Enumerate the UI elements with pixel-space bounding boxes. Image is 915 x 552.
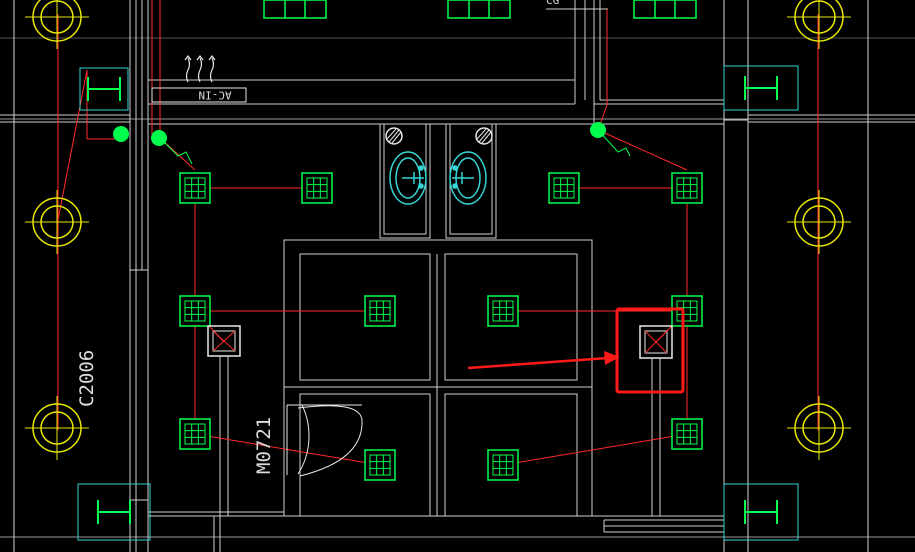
grid-light-icon (179, 172, 211, 204)
washbasin-icon (449, 151, 487, 205)
upper-fixtures (263, 0, 697, 19)
grid-light-icon (671, 295, 703, 327)
top-fragment-label: CG (546, 0, 559, 7)
grid-light-icon (301, 172, 333, 204)
column-marker-icon (787, 396, 851, 460)
junction-leaders (159, 129, 631, 165)
junction-dot-icon (590, 122, 606, 138)
drain-icon (385, 127, 403, 145)
airflow-icon (184, 55, 216, 83)
grid-light-icon (548, 172, 580, 204)
exhaust-fan-left (207, 325, 241, 357)
column-marker-icon (787, 190, 851, 254)
wiring (57, 0, 819, 466)
column-markers (25, 0, 851, 460)
junction-dot-icon (151, 130, 167, 146)
highlight-box (615, 307, 685, 394)
drain-icon (475, 127, 493, 145)
panel-icon (77, 483, 151, 541)
junction-dot-icon (113, 126, 129, 142)
ac-tag-label: AC-IN (198, 89, 231, 102)
panel-icon (723, 65, 799, 111)
column-marker-icon (25, 0, 89, 49)
grid-light-icon (179, 418, 211, 450)
arrow-icon (467, 351, 620, 370)
grid-light-icon (487, 449, 519, 481)
exhaust-fan-right (639, 325, 673, 359)
ac-tag: AC-IN (151, 55, 247, 103)
panel-icon (723, 483, 799, 541)
washbasin-icon (389, 151, 427, 205)
door-swing (286, 404, 363, 477)
washbasin-cabinet-left (379, 123, 431, 239)
exhaust-fan-icon (207, 325, 241, 357)
panels (77, 65, 799, 541)
column-marker-icon (25, 396, 89, 460)
junction-dots (113, 122, 606, 146)
grid-light-icon (487, 295, 519, 327)
axis-lines (0, 37, 915, 538)
door-label: M0721 (253, 417, 275, 474)
grid-lights (179, 172, 703, 481)
grid-light-icon (671, 418, 703, 450)
washbasin-cabinet-right (445, 123, 497, 239)
grid-light-icon (671, 172, 703, 204)
window-label: C2006 (76, 350, 98, 407)
column-marker-icon (787, 0, 851, 49)
panel-icon (79, 67, 129, 111)
grid-light-icon (364, 295, 396, 327)
column-marker-icon (25, 190, 89, 254)
grid-light-icon (364, 449, 396, 481)
exhaust-fan-icon (639, 325, 673, 359)
grid-light-icon (179, 295, 211, 327)
